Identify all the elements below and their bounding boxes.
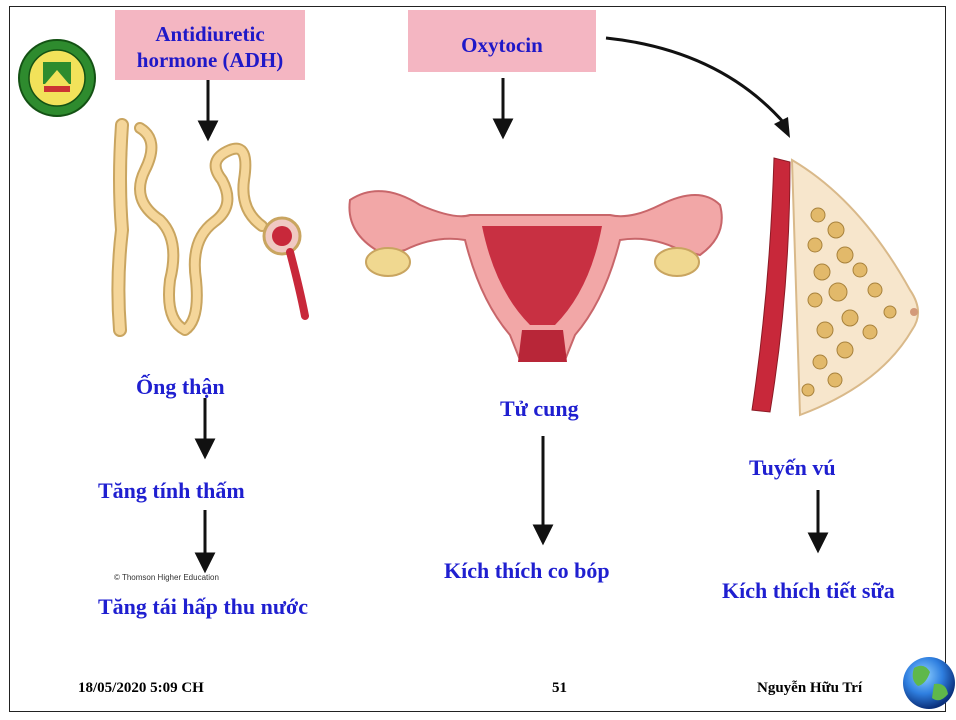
label-increase-reabsorption: Tăng tái hấp thu nước [98, 594, 308, 620]
uterus-illustration [349, 191, 721, 362]
footer-author: Nguyễn Hữu Trí [757, 680, 862, 697]
arrow-gland-to-ejection [810, 490, 826, 550]
label-mammary-gland: Tuyến vú [749, 455, 836, 481]
globe-icon [903, 657, 955, 709]
adh-box: Antidiuretic hormone (ADH) [115, 10, 305, 80]
label-kidney-tubule: Ống thận [136, 374, 225, 400]
label-increase-permeability: Tăng tính thấm [98, 478, 245, 504]
university-seal-icon [19, 40, 95, 116]
footer-page-number: 51 [552, 680, 567, 697]
image-credit: © Thomson Higher Education [114, 573, 219, 582]
oxytocin-box: Oxytocin [408, 10, 596, 72]
breast-illustration [752, 158, 918, 415]
arrow-permeability-to-reabsorption [197, 510, 213, 570]
footer-datetime: 18/05/2020 5:09 CH [78, 680, 204, 697]
oxytocin-label: Oxytocin [461, 33, 543, 57]
adh-line-2: hormone (ADH) [115, 47, 305, 73]
label-contraction: Kích thích co bóp [444, 558, 610, 584]
arrow-oxytocin-to-uterus [495, 78, 511, 136]
nephron-illustration [118, 125, 305, 330]
label-uterus: Tử cung [500, 396, 579, 422]
arrow-oxytocin-to-breast [606, 38, 790, 138]
arrow-uterus-to-contraction [535, 436, 551, 542]
adh-line-1: Antidiuretic [115, 21, 305, 47]
label-milk-ejection: Kích thích tiết sữa [722, 578, 895, 604]
arrow-adh-to-kidney [200, 78, 216, 138]
arrow-tubule-to-permeability [197, 398, 213, 456]
